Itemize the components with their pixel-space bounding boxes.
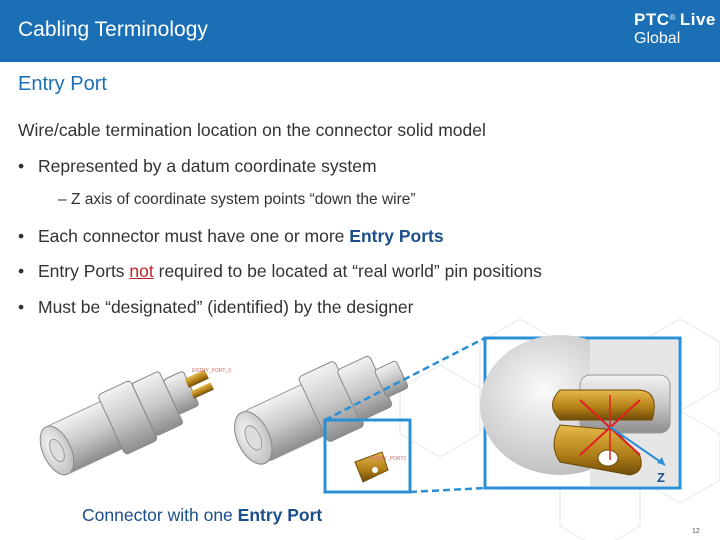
slide-header: Cabling Terminology PTC® Live Global: [0, 0, 720, 62]
bullet-emphasis: Entry Ports: [349, 226, 444, 246]
sub-bullet-text: Z axis of coordinate system points “down…: [70, 191, 416, 208]
bullet-text: Each connector must have one or more: [38, 226, 350, 246]
connector-model-middle: ENTRY_PORT0: [234, 355, 409, 483]
connector-illustration: ENTRY_PORT_0 ENTRY_PORT0: [39, 335, 682, 494]
sub-bullet-item: – Z axis of coordinate system points “do…: [58, 191, 416, 209]
bullet-emphasis-not: not: [129, 261, 154, 281]
callout-line-bottom: [409, 486, 486, 494]
entry-port-highlight-box: [323, 418, 412, 494]
bullet-text: Must be “designated” (identified) by the…: [38, 297, 414, 317]
bullet-text-pre: Entry Ports: [38, 261, 130, 281]
connector-model-left: ENTRY_PORT_0: [39, 368, 231, 476]
bullet-marker: •: [18, 226, 25, 246]
logo-sub: Global: [634, 30, 681, 47]
bullet-item-2: • Each connector must have one or more En…: [18, 226, 444, 247]
bullet-marker: •: [18, 156, 25, 176]
z-axis-arrow: [609, 426, 666, 466]
zoom-inset: [480, 335, 682, 490]
lead-text: Wire/cable termination location on the c…: [18, 120, 486, 140]
bullet-text-post: required to be located at “real world” p…: [153, 261, 542, 281]
bullet-item-3: • Entry Ports not required to be located …: [18, 261, 542, 282]
svg-text:ENTRY_PORT_0: ENTRY_PORT_0: [192, 368, 231, 374]
section-title: Entry Port: [18, 73, 107, 95]
slide-header-title: Cabling Terminology: [18, 18, 208, 41]
caption-emphasis: Entry Port: [237, 505, 323, 525]
caption-text: Connector with one: [82, 505, 238, 525]
callout-line-top: [324, 336, 486, 422]
logo-brand: PTC: [634, 10, 670, 29]
sub-bullet-dash: –: [58, 191, 67, 208]
z-axis-label: Z: [657, 470, 665, 485]
bullet-marker: •: [18, 297, 25, 317]
logo-registered-mark: ®: [669, 13, 676, 22]
logo-live: Live: [679, 10, 716, 29]
figure-caption: Connector with one Entry Port: [82, 505, 322, 526]
bullet-marker: •: [18, 261, 25, 281]
page-number: 12: [692, 528, 700, 535]
bullet-item-4: • Must be “designated” (identified) by th…: [18, 297, 414, 318]
svg-text:ENTRY_PORT0: ENTRY_PORT0: [370, 456, 406, 462]
bullet-item-1: • Represented by a datum coordinate syste…: [18, 156, 377, 177]
ptc-live-global-logo: PTC® Live Global: [634, 11, 716, 48]
bullet-text: Represented by a datum coordinate system: [38, 156, 377, 176]
